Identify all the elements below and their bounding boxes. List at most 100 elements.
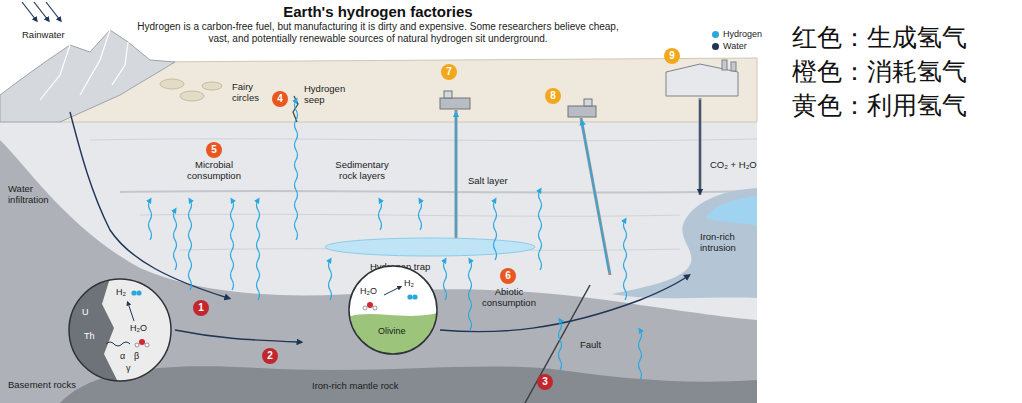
inset-label: γ: [126, 364, 131, 374]
fairy-circle: [202, 82, 222, 90]
callout-number: 6: [500, 268, 516, 284]
inset-border: [69, 279, 171, 381]
legend-item: Water: [712, 40, 762, 52]
subtitle: Hydrogen is a carbon-free fuel, but manu…: [128, 21, 628, 45]
hydrogen-flow: [639, 330, 642, 380]
title: Earth's hydrogen factories: [128, 3, 628, 20]
water-molecule: [367, 302, 373, 308]
sediment-face: [0, 122, 757, 403]
region-label: CO₂ + H₂O: [710, 160, 757, 171]
color-key-note: 黄色：利用氢气: [792, 90, 967, 120]
hydrogen-atom: [407, 294, 412, 299]
inset-label: H₂: [116, 288, 126, 298]
region-label: Salt layer: [468, 176, 508, 187]
hydrogen-flow: [231, 200, 234, 290]
region-label: Basement rocks: [8, 380, 76, 391]
hydrogen-flow: [582, 122, 609, 272]
hydrogen-atom: [131, 290, 136, 295]
region-label: Fault: [580, 340, 601, 351]
basement-rock: [0, 140, 757, 403]
water-molecule: [135, 343, 139, 347]
callout-number: 5: [206, 142, 222, 158]
legend: HydrogenWater: [712, 28, 762, 52]
inset-label: β: [134, 352, 139, 362]
iron-rich-intrusion: [612, 188, 757, 298]
inset-background: [349, 266, 437, 354]
callout-number: 2: [262, 348, 278, 364]
plant-chimney: [722, 60, 727, 70]
hydrogen-flow: [419, 200, 422, 230]
hydrogen-flow: [455, 114, 456, 236]
region-label: Microbial consumption: [182, 160, 246, 181]
inset-label: H₂: [404, 279, 414, 289]
injection-pipe: [699, 98, 702, 195]
reaction-arrow: [128, 303, 134, 321]
hydrogen-flow: [494, 200, 497, 260]
mountain-ridge: [40, 45, 70, 100]
hydrogen-flow: [539, 190, 542, 270]
inset-label: Olivine: [378, 327, 406, 337]
inset-label: α: [120, 352, 125, 362]
hydrogen-flow: [189, 200, 192, 290]
olivine-rock: [348, 313, 438, 355]
hydrogen-flow: [174, 210, 177, 270]
radioactive-rock: [68, 278, 118, 382]
callout-number: 3: [537, 374, 553, 390]
water-molecule: [363, 306, 367, 310]
well-facility: [440, 98, 470, 109]
region-label: Water infiltration: [8, 184, 64, 205]
inset-label: H₂O: [130, 324, 147, 334]
hydrogen-flow: [379, 200, 382, 230]
hydrogen-atom: [412, 294, 417, 299]
hydrogen-flow: [329, 260, 332, 300]
callout-number: 4: [272, 91, 288, 107]
region-label: Sedimentary rock layers: [330, 160, 394, 181]
legend-text: Hydrogen: [723, 29, 762, 39]
rain-arrow: [46, 2, 60, 20]
mountain-ridge: [112, 42, 128, 85]
hydrogen-flow: [149, 200, 152, 240]
water-molecule: [139, 339, 145, 345]
water-flow: [699, 100, 700, 192]
fairy-circle: [180, 91, 204, 101]
reaction-arrow: [384, 287, 400, 295]
inset-label: U: [82, 308, 89, 318]
inset-background: [69, 279, 171, 381]
rain-arrow: [34, 2, 48, 20]
water-molecule: [145, 343, 149, 347]
inset-label: H₂O: [360, 287, 377, 297]
well-facility: [568, 106, 596, 117]
water-molecule: [373, 306, 377, 310]
water-flow: [440, 276, 688, 332]
inset-circle: H₂H₂OUThαβγ: [68, 278, 172, 382]
hydrogen-trap: [325, 238, 535, 256]
well-pipe: [581, 118, 610, 275]
rain-arrow: [22, 2, 36, 20]
hydrogen-flow: [257, 200, 260, 300]
color-key-note: 红色：生成氢气: [792, 22, 967, 52]
legend-text: Water: [723, 41, 747, 51]
well-facility: [444, 91, 452, 98]
legend-swatch: [712, 31, 719, 38]
hydrogen-flow: [559, 320, 562, 370]
hydrogen-flow: [444, 260, 447, 300]
legend-item: Hydrogen: [712, 28, 762, 40]
water-pocket: [706, 196, 757, 226]
water-flow: [70, 112, 228, 298]
hydrogen-flow: [624, 220, 627, 300]
salt-layer-line: [120, 191, 757, 193]
well-pipe: [455, 110, 458, 238]
region-label: Iron-rich intrusion: [700, 232, 750, 253]
callout-number: 7: [441, 64, 457, 80]
water-flow: [175, 330, 300, 342]
rock-layer-line: [90, 139, 757, 141]
region-label: Abiotic consumption: [477, 287, 541, 308]
mountain-ridge: [80, 30, 110, 95]
fairy-circle: [160, 79, 184, 89]
inset-border: [349, 266, 437, 354]
legend-swatch: [712, 43, 719, 50]
mantle-rock: [60, 366, 757, 403]
callout-number: 9: [664, 48, 680, 64]
hydrogen-seep-flow: [295, 100, 298, 240]
inset-circle: H₂O H₂ Olivine: [348, 265, 438, 355]
